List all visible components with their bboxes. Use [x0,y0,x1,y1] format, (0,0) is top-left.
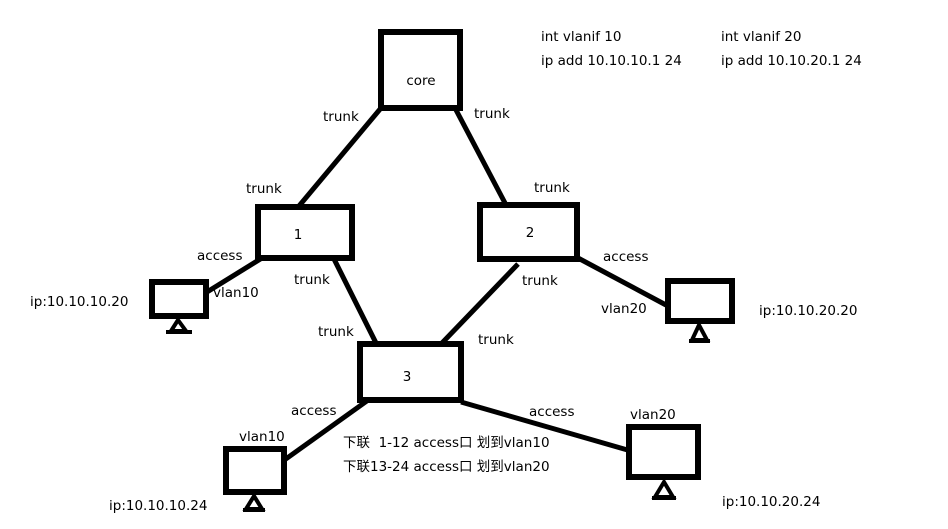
monitor-icon [665,278,735,324]
host-pc4[interactable] [626,424,701,500]
label-sw1-pc1-vlan: vlan10 [213,285,259,301]
link-sw3-pc4 [460,399,639,456]
switch-2-label: 2 [526,225,535,241]
link-sw2-sw3 [440,262,520,345]
link-sw1-pc1 [205,255,264,295]
host-pc1[interactable] [149,279,209,334]
host-pc4-ip: ip:10.10.20.24 [722,494,820,510]
host-pc3-ip: ip:10.10.10.24 [109,498,207,514]
note-downlink-vlan10: 下联 1-12 access口 划到vlan10 [343,435,550,451]
config-vlanif20-line2: ip add 10.10.20.1 24 [721,53,862,69]
link-core-sw2 [452,106,508,205]
label-sw2-sw3-sw3-side: trunk [478,332,514,348]
switch-core-label: core [406,73,435,89]
config-vlanif20-line1: int vlanif 20 [721,29,801,45]
monitor-stand-icon [651,478,677,499]
switch-3-label: 3 [403,369,412,385]
host-pc3[interactable] [223,446,287,512]
monitor-icon [626,424,701,480]
config-vlanif10-line1: int vlanif 10 [541,29,621,45]
label-core-sw2-core-side: trunk [474,106,510,122]
label-sw3-pc3-port: access [291,403,337,419]
label-core-sw1-core-side: trunk [323,109,359,125]
link-sw1-sw3 [330,255,379,345]
monitor-stand-icon [688,320,711,342]
label-sw1-pc1-port: access [197,248,243,264]
link-sw2-pc2 [576,255,668,308]
monitor-stand-icon [242,492,266,511]
config-vlanif10-line2: ip add 10.10.10.1 24 [541,53,682,69]
link-core-sw1 [297,106,383,208]
label-core-sw1-sw-side: trunk [246,181,282,197]
switch-3[interactable]: 3 [357,341,464,403]
label-sw2-pc2-vlan: vlan20 [601,301,647,317]
label-sw2-pc2-port: access [603,249,649,265]
label-sw1-sw3-sw3-side: trunk [318,324,354,340]
label-sw3-pc4-vlan: vlan20 [630,407,676,423]
monitor-icon [149,279,209,319]
label-core-sw2-sw-side: trunk [534,180,570,196]
host-pc1-ip: ip:10.10.10.20 [30,294,128,310]
monitor-stand-icon [167,316,190,333]
link-sw3-pc3 [281,395,373,464]
switch-core[interactable]: core [378,29,463,111]
switch-2[interactable]: 2 [477,202,580,262]
host-pc2[interactable] [665,278,735,343]
label-sw3-pc3-vlan: vlan10 [239,429,285,445]
host-pc2-ip: ip:10.10.20.20 [759,303,857,319]
label-sw2-sw3-sw2-side: trunk [522,273,558,289]
monitor-icon [223,446,287,495]
label-sw1-sw3-sw1-side: trunk [294,272,330,288]
switch-1-label: 1 [294,227,303,243]
switch-1[interactable]: 1 [255,204,355,261]
label-sw3-pc4-port: access [529,404,575,420]
note-downlink-vlan20: 下联13-24 access口 划到vlan20 [343,459,550,475]
